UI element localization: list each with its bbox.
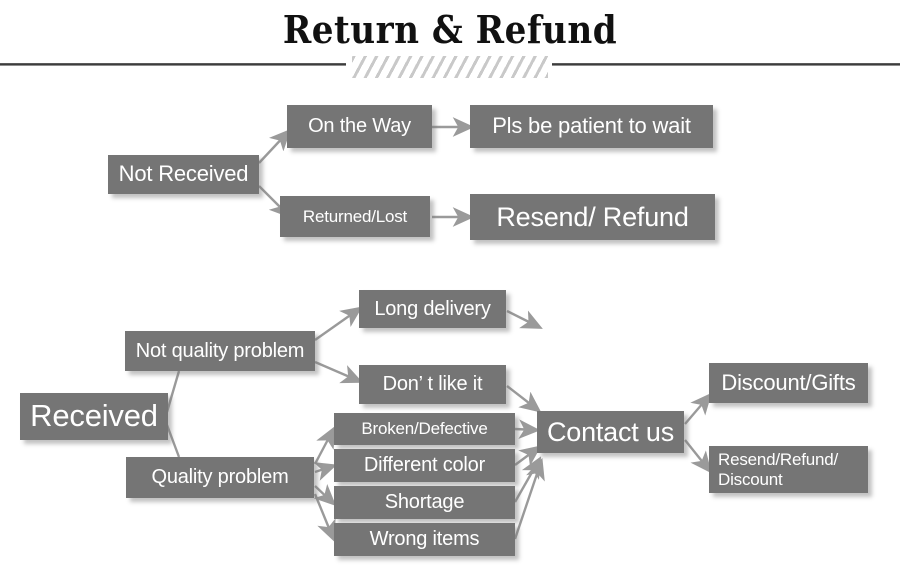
node-received[interactable]: Received [20,393,168,440]
arrow-contact-us-to-discount-gifts [684,392,712,425]
node-not-quality-problem[interactable]: Not quality problem [125,331,315,371]
node-broken-defective[interactable]: Broken/Defective [334,413,515,445]
node-wrong-items[interactable]: Wrong items [334,523,515,556]
arrow-not-quality-to-long-delivery [314,306,363,341]
divider-hatch-icon [352,56,548,78]
node-pls-be-patient-to-wait[interactable]: Pls be patient to wait [470,105,713,148]
line-received-to-quality-problem [165,424,181,458]
divider-line-left [0,63,346,66]
arrow-contact-us-to-resend-refund-discount [684,439,712,474]
node-long-delivery[interactable]: Long delivery [359,290,506,328]
arrow-quality-to-different-color [313,462,338,481]
arrow-quality-to-shortage [313,483,337,506]
arrow-broken-defective-to-contact-us [514,419,541,440]
arrow-quality-to-wrong-items [313,493,336,542]
arrow-different-color-to-contact-us [514,445,542,467]
node-contact-us[interactable]: Contact us [537,411,684,453]
node-discount-gifts[interactable]: Discount/Gifts [709,363,868,403]
node-returned-lost[interactable]: Returned/Lost [280,196,430,237]
arrow-not-received-to-on-the-way [258,128,291,164]
node-different-color[interactable]: Different color [334,449,515,482]
arrow-wrong-items-to-contact-us [513,457,545,540]
divider-line-right [552,63,900,66]
node-quality-problem[interactable]: Quality problem [126,457,314,498]
page-title: Return & Refund [282,7,618,52]
arrow-long-delivery-to-contact-us [506,309,543,329]
node-dont-like-it[interactable]: Don’ t like it [359,365,506,404]
arrow-quality-to-broken-defective [313,426,336,465]
line-received-to-not-quality-problem [165,370,181,413]
node-not-received[interactable]: Not Received [108,155,259,194]
node-resend-refund[interactable]: Resend/ Refund [470,194,715,240]
node-on-the-way[interactable]: On the Way [287,105,432,148]
arrow-dont-like-it-to-contact-us [506,385,542,413]
arrow-not-quality-to-dont-like-it [314,360,363,384]
header-divider [0,56,900,78]
node-shortage[interactable]: Shortage [334,486,515,519]
node-resend-refund-discount[interactable]: Resend/Refund/ Discount [709,446,868,493]
